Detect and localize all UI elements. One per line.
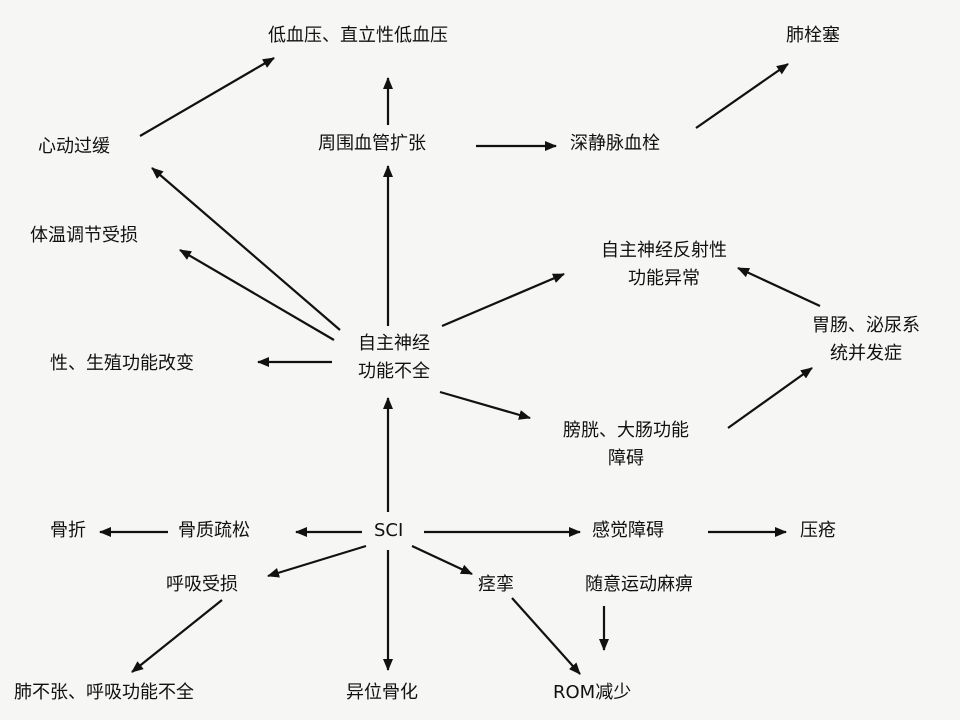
- arrow-bladder-to-gi: [727, 367, 813, 429]
- node-autonomic-insufficiency-line1: 自主神经: [358, 333, 430, 354]
- arrow-autonomic-to-bladder: [439, 390, 531, 420]
- node-bladder-bowel-line2: 障碍: [608, 448, 644, 469]
- node-gi-urinary-complications: 胃肠、泌尿系 统并发症: [812, 312, 920, 368]
- arrow-autonomic-to-dysreflexia: [441, 272, 565, 328]
- node-osteoporosis: 骨质疏松: [178, 520, 250, 541]
- arrow-sci-to-spasm: [411, 545, 473, 575]
- node-respiratory-impairment: 呼吸受损: [166, 574, 238, 595]
- arrow-spasm-to-rom: [511, 597, 581, 675]
- node-dvt: 深静脉血栓: [570, 133, 660, 154]
- node-bladder-bowel: 膀胱、大肠功能 障碍: [563, 417, 689, 473]
- arrow-respiratory-to-atelectasis: [131, 599, 223, 673]
- node-vasodilation: 周围血管扩张: [318, 133, 426, 154]
- node-low-blood-pressure: 低血压、直立性低血压: [268, 25, 448, 46]
- node-autonomic-insufficiency: 自主神经 功能不全: [358, 330, 430, 386]
- node-heterotopic-ossification: 异位骨化: [346, 682, 418, 703]
- node-autonomic-dysreflexia-line1: 自主神经反射性: [601, 240, 727, 261]
- arrow-dvt-to-pe: [695, 63, 789, 129]
- node-gi-urinary-line2: 统并发症: [830, 343, 902, 364]
- node-autonomic-dysreflexia-line2: 功能异常: [628, 268, 700, 289]
- node-fracture: 骨折: [50, 520, 86, 541]
- node-spasm: 痉挛: [478, 574, 514, 595]
- arrow-bradycardia-to-low-bp: [139, 57, 275, 137]
- node-pressure-sore: 压疮: [800, 520, 836, 541]
- arrow-sci-to-respiratory: [267, 544, 367, 578]
- node-sci: SCI: [374, 520, 404, 541]
- node-rom-decrease: ROM减少: [553, 682, 632, 703]
- arrow-gi-to-dysreflexia: [737, 267, 821, 307]
- node-sexual-function: 性、生殖功能改变: [50, 353, 194, 374]
- node-pulmonary-embolism: 肺栓塞: [786, 25, 840, 46]
- node-autonomic-dysreflexia: 自主神经反射性 功能异常: [601, 237, 727, 293]
- arrow-autonomic-to-thermo: [179, 249, 335, 341]
- node-bladder-bowel-line1: 膀胱、大肠功能: [563, 420, 689, 441]
- arrow-autonomic-to-bradycardia: [151, 167, 341, 331]
- node-sensory-disorder: 感觉障碍: [592, 520, 664, 541]
- node-voluntary-paralysis: 随意运动麻痹: [585, 574, 693, 595]
- node-atelectasis: 肺不张、呼吸功能不全: [14, 682, 194, 703]
- node-gi-urinary-line1: 胃肠、泌尿系: [812, 315, 920, 336]
- node-autonomic-insufficiency-line2: 功能不全: [358, 361, 430, 382]
- node-bradycardia: 心动过缓: [38, 136, 110, 157]
- node-thermoregulation: 体温调节受损: [30, 225, 138, 246]
